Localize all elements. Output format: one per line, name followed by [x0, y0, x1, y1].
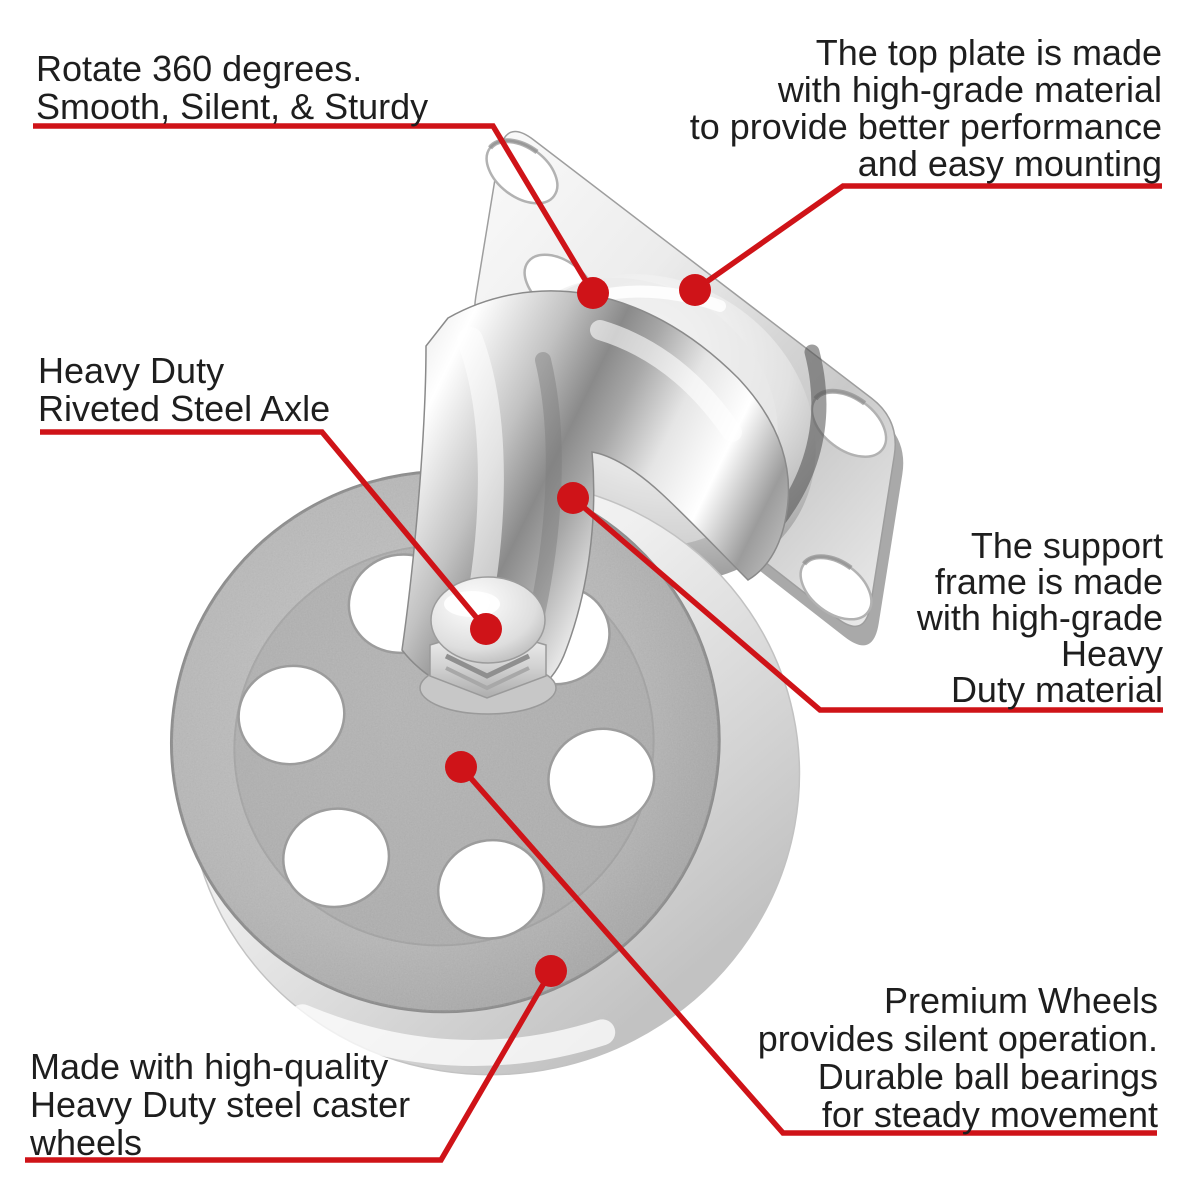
plate-hole	[799, 554, 873, 621]
nut-chevron	[445, 666, 530, 691]
dot-swivel	[577, 277, 609, 309]
leader-wheel-material	[25, 969, 554, 1163]
leader-support-frame	[571, 495, 1163, 713]
callout-rotate-360: Rotate 360 degrees. Smooth, Silent, & St…	[36, 48, 429, 127]
dot-support-frame	[557, 482, 589, 514]
leader-premium-wheels	[458, 765, 1157, 1136]
axle-assembly	[419, 576, 557, 715]
wheel-hole	[237, 664, 346, 766]
callout-riveted-axle: Heavy Duty Riveted Steel Axle	[38, 350, 331, 429]
dot-axle	[470, 613, 502, 645]
callout-premium-wheels: Premium Wheels provides silent operation…	[757, 980, 1158, 1135]
annotation-leaders	[25, 123, 1163, 1163]
dot-wheel-tread	[535, 955, 567, 987]
wheel-hole	[547, 727, 656, 829]
fork-highlight	[590, 320, 742, 442]
tread-sheen	[289, 1004, 616, 1066]
callout-top-plate: The top plate is made with high-grade ma…	[689, 32, 1162, 184]
wheel-hole	[282, 807, 391, 909]
fork-shade	[526, 352, 562, 636]
callout-wheel-material: Made with high-quality Heavy Duty steel …	[30, 1046, 411, 1163]
annotation-dots	[445, 274, 711, 987]
leader-top-plate	[693, 183, 1162, 293]
dot-wheel-face	[445, 751, 477, 783]
callout-support-frame: The support frame is made with high-grad…	[916, 525, 1163, 710]
leader-rotate-360	[33, 123, 596, 295]
wheel-hole	[436, 838, 546, 940]
nut-chevron	[444, 653, 531, 679]
dot-top-plate	[679, 274, 711, 306]
leader-riveted-axle	[40, 429, 489, 631]
